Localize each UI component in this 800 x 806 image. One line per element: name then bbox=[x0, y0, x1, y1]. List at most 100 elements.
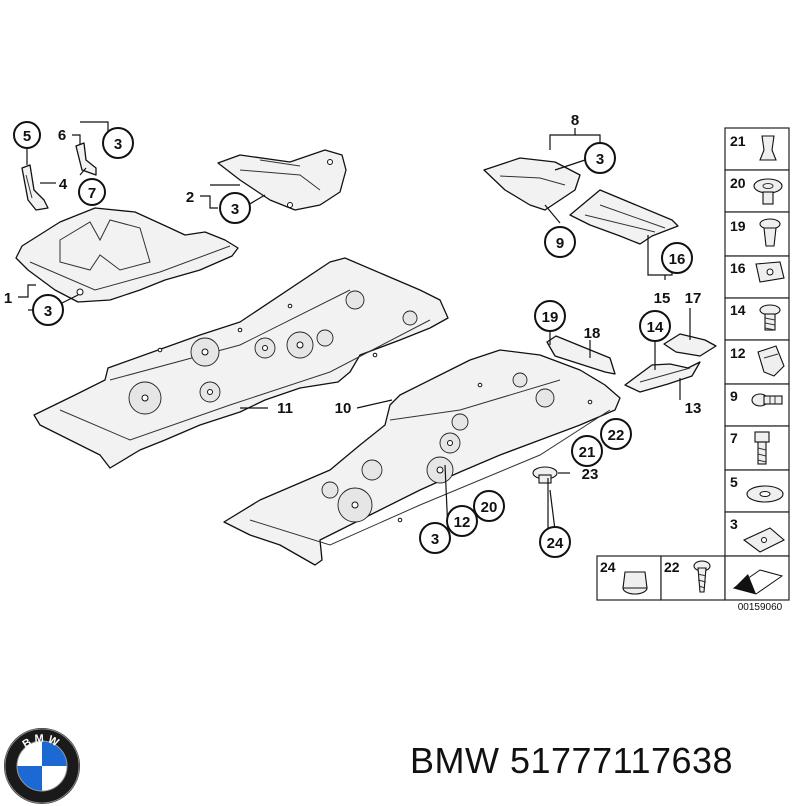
svg-text:6: 6 bbox=[58, 127, 66, 144]
svg-text:3: 3 bbox=[44, 303, 52, 320]
bolt-9-icon bbox=[751, 393, 783, 407]
svg-text:14: 14 bbox=[730, 302, 746, 318]
svg-text:19: 19 bbox=[730, 218, 746, 234]
direction-arrow-icon bbox=[732, 569, 784, 595]
cover-part-15 bbox=[569, 189, 679, 245]
svg-text:21: 21 bbox=[579, 444, 596, 461]
callout-16: 16 bbox=[661, 242, 693, 274]
svg-text:3: 3 bbox=[114, 136, 122, 153]
svg-text:3: 3 bbox=[596, 151, 604, 168]
bmw-logo-icon: BMW bbox=[4, 728, 80, 804]
svg-text:7: 7 bbox=[88, 185, 96, 202]
callout-5: 5 bbox=[13, 121, 41, 149]
washer-5-icon bbox=[746, 485, 784, 503]
label-4: 4 bbox=[59, 176, 68, 193]
svg-text:24: 24 bbox=[547, 535, 564, 552]
bracket-part-6 bbox=[75, 142, 97, 176]
fastener-part-23 bbox=[532, 466, 558, 484]
svg-text:22: 22 bbox=[664, 559, 680, 575]
svg-text:3: 3 bbox=[730, 516, 738, 532]
svg-text:22: 22 bbox=[608, 427, 625, 444]
label-8: 8 bbox=[571, 112, 579, 129]
callout-9: 9 bbox=[544, 226, 576, 258]
svg-text:8: 8 bbox=[571, 112, 579, 129]
svg-text:20: 20 bbox=[730, 175, 746, 191]
label-6: 6 bbox=[58, 127, 66, 144]
svg-text:13: 13 bbox=[685, 400, 702, 417]
svg-text:16: 16 bbox=[730, 260, 746, 276]
underbody-panel-11 bbox=[33, 257, 449, 469]
callout-3-d: 3 bbox=[584, 142, 616, 174]
svg-text:4: 4 bbox=[59, 176, 68, 193]
fastener-legend: 21 20 19 16 14 12 9 7 5 3 24 22 bbox=[596, 127, 790, 613]
callout-12: 12 bbox=[446, 505, 478, 537]
label-18: 18 bbox=[584, 325, 601, 342]
underbody-panel-2 bbox=[217, 149, 347, 211]
svg-text:10: 10 bbox=[335, 400, 352, 417]
svg-text:19: 19 bbox=[542, 309, 559, 326]
svg-text:9: 9 bbox=[730, 388, 738, 404]
svg-text:3: 3 bbox=[231, 201, 239, 218]
callout-3-a: 3 bbox=[102, 127, 134, 159]
screw-14-icon bbox=[759, 304, 781, 331]
svg-text:1: 1 bbox=[4, 290, 12, 307]
svg-text:5: 5 bbox=[730, 474, 738, 490]
svg-text:9: 9 bbox=[556, 235, 564, 252]
bracket-part-17 bbox=[663, 333, 717, 357]
svg-text:16: 16 bbox=[669, 251, 686, 268]
svg-text:2: 2 bbox=[186, 189, 194, 206]
label-23: 23 bbox=[582, 466, 599, 483]
part-number-title: BMW 51777117638 bbox=[410, 740, 734, 781]
leader-lines bbox=[18, 121, 691, 533]
nut-clip-16-icon bbox=[755, 261, 785, 283]
callout-19: 19 bbox=[534, 300, 566, 332]
screw-22-icon bbox=[693, 560, 711, 593]
svg-text:5: 5 bbox=[23, 128, 31, 145]
callout-3-b: 3 bbox=[219, 192, 251, 224]
logo-letters: BMW bbox=[20, 733, 63, 751]
label-1: 1 bbox=[4, 290, 12, 307]
svg-text:23: 23 bbox=[582, 466, 599, 483]
label-17: 17 bbox=[685, 290, 702, 307]
label-2: 2 bbox=[186, 189, 194, 206]
callout-22-a: 22 bbox=[600, 418, 632, 450]
svg-text:15: 15 bbox=[654, 290, 671, 307]
push-clip-19-icon bbox=[759, 218, 781, 247]
svg-text:21: 21 bbox=[730, 133, 746, 149]
callout-7: 7 bbox=[78, 178, 106, 206]
svg-text:17: 17 bbox=[685, 290, 702, 307]
svg-text:20: 20 bbox=[481, 499, 498, 516]
label-11: 11 bbox=[277, 400, 293, 417]
svg-text:11: 11 bbox=[277, 400, 293, 417]
callout-24: 24 bbox=[539, 526, 571, 558]
svg-text:24: 24 bbox=[600, 559, 616, 575]
label-13: 13 bbox=[685, 400, 702, 417]
callout-14: 14 bbox=[639, 310, 671, 342]
clip-12-icon bbox=[757, 345, 785, 377]
bracket-part-13 bbox=[624, 361, 701, 393]
label-15: 15 bbox=[654, 290, 671, 307]
strip-part-18 bbox=[546, 335, 616, 375]
svg-text:12: 12 bbox=[730, 345, 746, 361]
underbody-panel-1 bbox=[15, 207, 239, 303]
svg-text:18: 18 bbox=[584, 325, 601, 342]
clip-21-icon bbox=[759, 135, 777, 161]
callout-3-e: 3 bbox=[419, 522, 451, 554]
callout-20: 20 bbox=[473, 490, 505, 522]
bracket-part-4 bbox=[21, 164, 49, 211]
svg-text:7: 7 bbox=[730, 430, 738, 446]
svg-text:3: 3 bbox=[431, 531, 439, 548]
underbody-panel-10 bbox=[223, 349, 621, 566]
label-10: 10 bbox=[335, 400, 352, 417]
rivet-20-icon bbox=[753, 178, 783, 205]
svg-text:12: 12 bbox=[454, 514, 471, 531]
bolt-7-icon bbox=[754, 431, 770, 465]
drawing-number: 00159060 bbox=[738, 602, 783, 613]
callout-21: 21 bbox=[571, 435, 603, 467]
cover-part-8 bbox=[483, 157, 581, 211]
clip-nut-3-icon bbox=[742, 527, 785, 553]
callout-3-c: 3 bbox=[32, 294, 64, 326]
nut-24-icon bbox=[622, 571, 648, 595]
svg-text:14: 14 bbox=[647, 319, 664, 336]
